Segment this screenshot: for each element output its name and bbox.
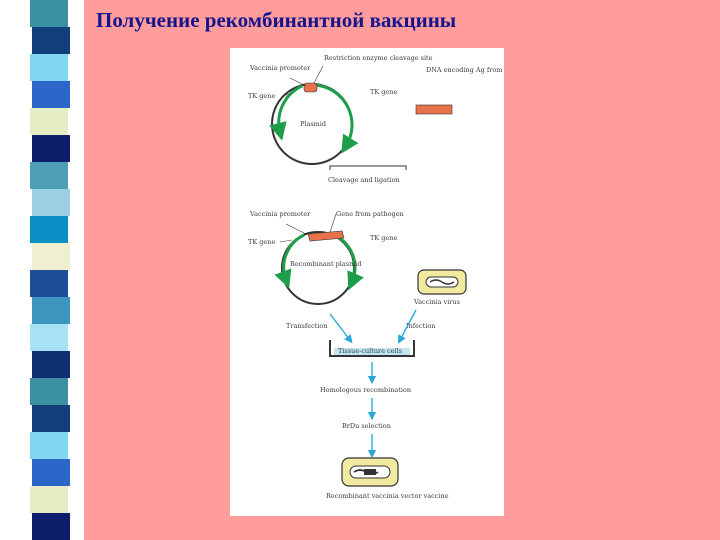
stripe-band	[30, 162, 68, 189]
stripe-band	[30, 216, 68, 243]
pathogen-dna-group: DNA encoding Ag from pathogen	[415, 66, 504, 115]
stripe-band	[32, 189, 70, 216]
leader-line	[289, 77, 307, 87]
label-tissue-culture: Tissue-culture cells	[338, 347, 402, 355]
tk-gene-arc-left	[269, 84, 303, 141]
stripe-band	[30, 0, 68, 27]
transfection-infection-group: Transfection Infection	[286, 309, 435, 344]
label-homologous-recombination: Homologous recombination	[320, 386, 411, 394]
label-recombinant-plasmid: Recombinant plasmid	[290, 260, 361, 268]
label-restriction-site: Restriction enzyme cleavage site	[324, 54, 433, 62]
label-tk-gene-right-1: TK gene	[370, 88, 397, 96]
stripe-band	[30, 108, 68, 135]
cleavage-bracket: Cleavage and ligation	[328, 165, 407, 184]
label-brdu-selection: BrDu selection	[342, 422, 391, 430]
label-transfection: Transfection	[286, 322, 328, 330]
label-tk-gene-left-2: TK gene	[248, 238, 275, 246]
label-vaccinia-promoter-1: Vaccinia promoter	[249, 64, 311, 72]
stripe-band	[32, 27, 70, 54]
plasmid-group: Vaccinia promoter TK gene Restriction en…	[248, 54, 433, 165]
label-recombinant-vaccine: Recombinant vaccinia vector vaccine	[326, 492, 449, 500]
label-plasmid: Plasmid	[300, 120, 326, 128]
stripe-band	[30, 486, 68, 513]
label-gene-from-pathogen: Gene from pathogen	[336, 210, 404, 218]
stripe-band	[32, 459, 70, 486]
vaccinia-promoter-box	[303, 82, 318, 93]
label-infection: Infection	[406, 322, 435, 330]
tk-gene-arc-left-2	[274, 233, 305, 289]
decorative-stripe	[0, 0, 84, 540]
stripe-band	[30, 270, 68, 297]
pathogen-gene-insert	[307, 230, 345, 242]
stripe-band	[32, 81, 70, 108]
stripe-band	[30, 432, 68, 459]
leader-line	[279, 239, 293, 243]
label-dna-pathogen: DNA encoding Ag from pathogen	[426, 66, 504, 74]
label-tk-gene-left-1: TK gene	[248, 92, 275, 100]
infection-arrow	[398, 309, 417, 344]
transfection-arrow	[329, 313, 353, 344]
stripe-band	[32, 405, 70, 432]
label-vaccinia-promoter-2: Vaccinia promoter	[249, 210, 311, 218]
leader-line	[313, 65, 324, 84]
leader-line	[329, 213, 337, 233]
recombinant-vaccine-group: Recombinant vaccinia vector vaccine	[326, 457, 449, 500]
leader-line	[281, 93, 291, 97]
stripe-band	[32, 297, 70, 324]
diagram-panel: Vaccinia promoter TK gene Restriction en…	[230, 48, 504, 516]
tissue-culture-dish: Tissue-culture cells	[329, 340, 415, 357]
stripe-band	[30, 54, 68, 81]
vaccinia-virus-group: Vaccinia virus	[413, 269, 467, 306]
tk-gene-arc-right	[314, 83, 359, 154]
label-cleavage-ligation: Cleavage and ligation	[328, 176, 400, 184]
stripe-band	[30, 378, 68, 405]
recombinant-plasmid-group: Vaccinia promoter TK gene Gene from path…	[248, 210, 404, 305]
label-vaccinia-virus: Vaccinia virus	[413, 298, 460, 306]
stripe-band	[32, 513, 70, 540]
pathogen-dna-segment	[415, 104, 453, 115]
leader-line	[285, 223, 307, 235]
slide-title: Получение рекомбинантной вакцины	[96, 8, 457, 32]
recombinant-vaccine-diagram: Vaccinia promoter TK gene Restriction en…	[248, 54, 504, 500]
stripe-band	[30, 324, 68, 351]
label-tk-gene-right-2: TK gene	[370, 234, 397, 242]
stripe-band	[32, 351, 70, 378]
stripe-band	[32, 243, 70, 270]
stripe-band	[32, 135, 70, 162]
